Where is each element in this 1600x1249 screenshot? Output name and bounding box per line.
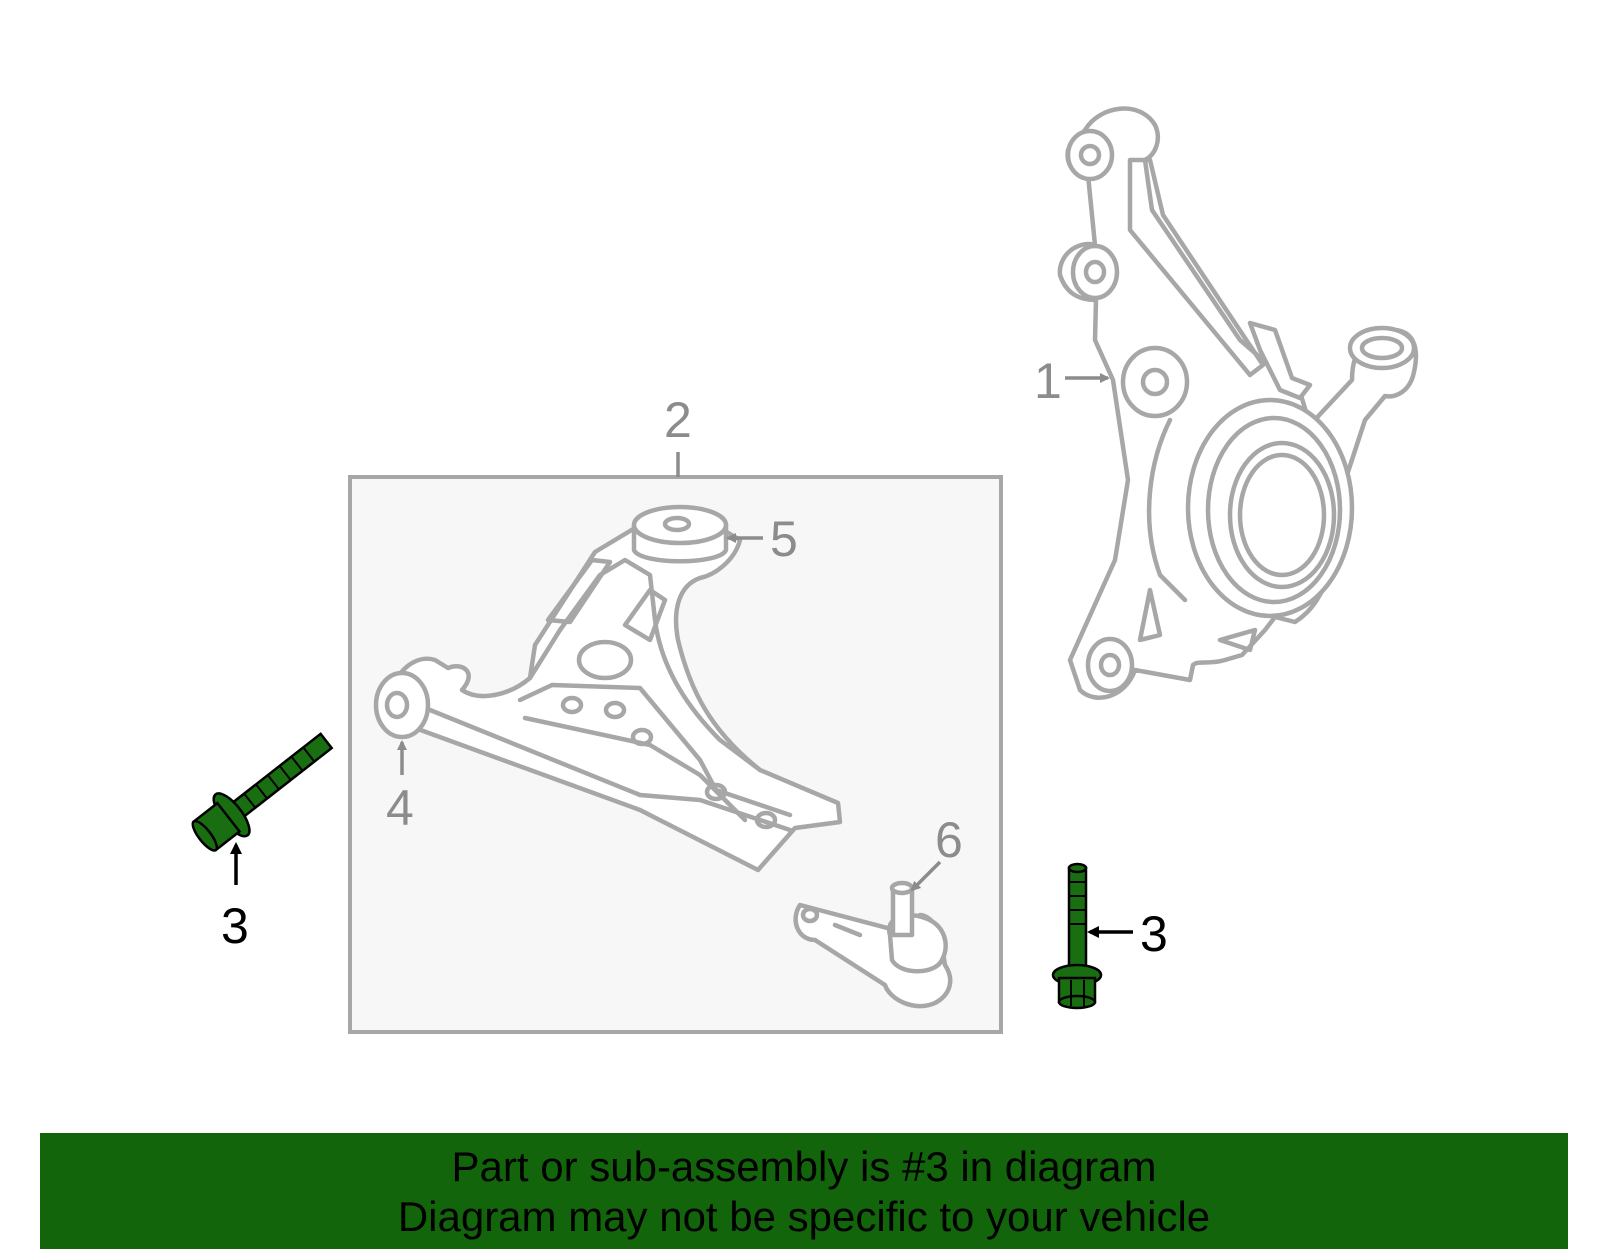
front-bushing: [373, 670, 431, 740]
banner-disclaimer: Diagram may not be specific to your vehi…: [397, 1193, 1211, 1240]
steering-knuckle: [1057, 106, 1419, 700]
callout-1: 1: [1034, 353, 1062, 409]
callout-3-left: 3: [221, 898, 249, 954]
info-banner: Part or sub-assembly is #3 in diagram Di…: [40, 1133, 1568, 1249]
callout-2: 2: [664, 392, 692, 448]
callout-4: 4: [386, 780, 414, 836]
bolt-left-highlighted: [191, 732, 334, 852]
callout-3-right: 3: [1140, 906, 1168, 962]
callout-6-leader: [910, 860, 942, 892]
lower-control-arm: [389, 513, 843, 873]
callout-6: 6: [935, 812, 963, 868]
ball-joint: [793, 880, 953, 1009]
rear-bushing: [631, 504, 729, 564]
callout-5: 5: [770, 511, 798, 567]
bolt-right-highlighted: [1051, 862, 1103, 1010]
banner-part-note: Part or sub-assembly is #3 in diagram: [451, 1143, 1157, 1190]
